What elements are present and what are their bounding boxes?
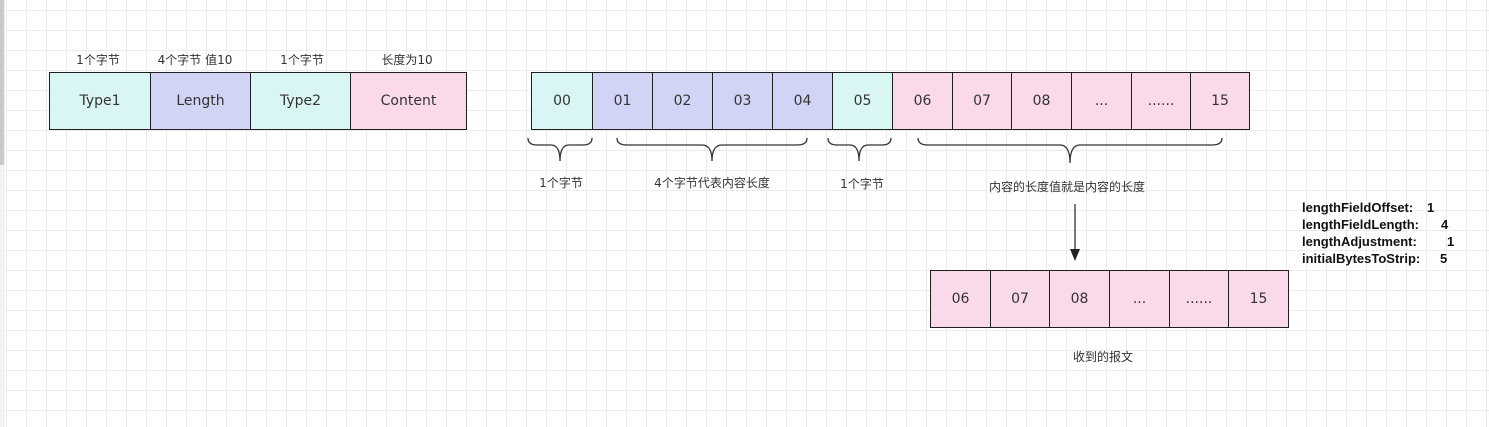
param-name: lengthFieldOffset: bbox=[1302, 200, 1414, 215]
vertical-scrollbar[interactable] bbox=[0, 0, 4, 165]
param-value: 1 bbox=[1447, 234, 1455, 249]
received-byte-ellipsis-long[interactable]: ...... bbox=[1169, 270, 1229, 328]
brace-byte-05 bbox=[827, 137, 892, 162]
param-value: 5 bbox=[1440, 251, 1448, 266]
field-length[interactable]: Length bbox=[150, 72, 251, 130]
param-name: lengthAdjustment: bbox=[1302, 234, 1417, 249]
param-length-field-length: lengthFieldLength: 4 bbox=[1302, 217, 1448, 232]
byte-08[interactable]: 08 bbox=[1011, 72, 1072, 130]
caption-length: 4个字节 值10 bbox=[157, 53, 233, 67]
byte-04[interactable]: 04 bbox=[772, 72, 833, 130]
param-name: lengthFieldLength: bbox=[1302, 217, 1419, 232]
caption-type2: 1个字节 bbox=[280, 53, 324, 67]
received-byte-06[interactable]: 06 bbox=[930, 270, 991, 328]
byte-15[interactable]: 15 bbox=[1190, 72, 1250, 130]
caption-type1: 1个字节 bbox=[76, 53, 120, 67]
brace-label-byte-05: 1个字节 bbox=[840, 177, 884, 191]
field-type1[interactable]: Type1 bbox=[49, 72, 151, 130]
brace-label-byte-00: 1个字节 bbox=[539, 176, 583, 190]
canvas-left-edge bbox=[0, 0, 5, 427]
param-length-adjustment: lengthAdjustment: 1 bbox=[1302, 234, 1454, 249]
param-value: 4 bbox=[1441, 217, 1449, 232]
param-name: initialBytesToStrip: bbox=[1302, 251, 1421, 266]
brace-byte-00 bbox=[527, 137, 593, 162]
param-length-field-offset: lengthFieldOffset: 1 bbox=[1302, 200, 1434, 215]
field-content[interactable]: Content bbox=[350, 72, 467, 130]
brace-label-length: 4个字节代表内容长度 bbox=[654, 176, 770, 190]
received-byte-07[interactable]: 07 bbox=[990, 270, 1050, 328]
param-initial-bytes-to-strip: initialBytesToStrip: 5 bbox=[1302, 251, 1447, 266]
received-caption: 收到的报文 bbox=[1072, 350, 1134, 364]
byte-03[interactable]: 03 bbox=[712, 72, 773, 130]
caption-content: 长度为10 bbox=[381, 53, 433, 67]
brace-label-content: 内容的长度值就是内容的长度 bbox=[988, 180, 1146, 194]
param-value: 1 bbox=[1427, 200, 1435, 215]
received-byte-08[interactable]: 08 bbox=[1049, 270, 1110, 328]
brace-content bbox=[917, 137, 1223, 164]
received-byte-15[interactable]: 15 bbox=[1228, 270, 1289, 328]
brace-length-field bbox=[616, 137, 808, 162]
received-byte-ellipsis[interactable]: ... bbox=[1109, 270, 1170, 328]
arrow-head bbox=[1070, 249, 1080, 261]
byte-06[interactable]: 06 bbox=[892, 72, 953, 130]
